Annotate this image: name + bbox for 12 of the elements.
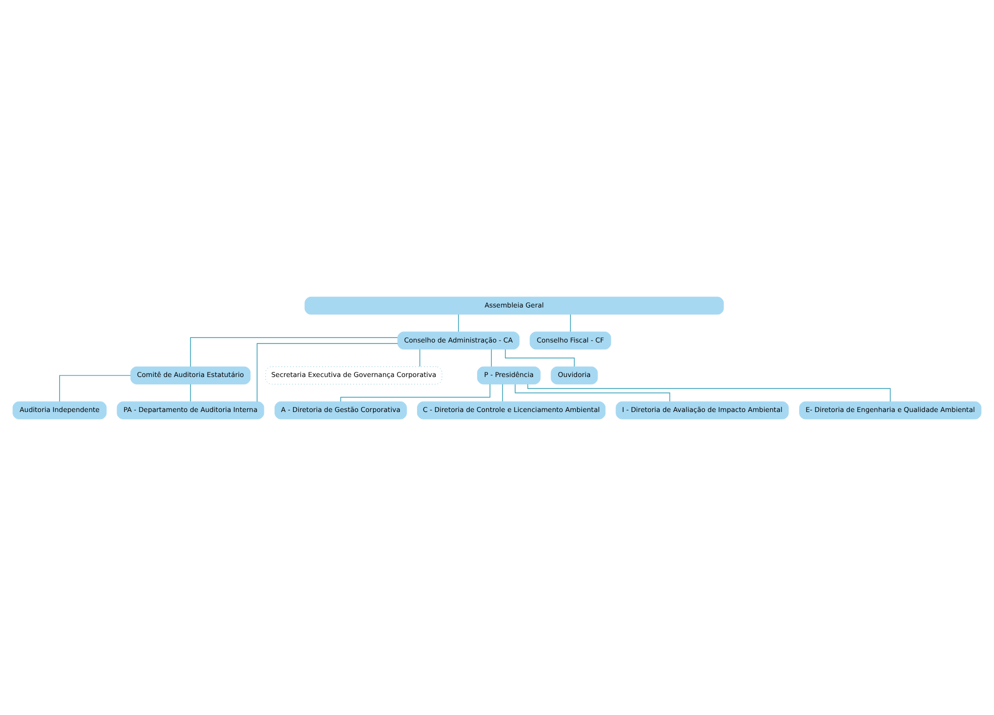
connector bbox=[419, 348, 420, 366]
connector bbox=[59, 374, 131, 402]
connector bbox=[570, 314, 571, 332]
connector bbox=[340, 383, 490, 402]
connector bbox=[190, 336, 398, 367]
connector bbox=[190, 383, 191, 402]
connector bbox=[256, 342, 398, 402]
connector bbox=[458, 314, 459, 332]
connector bbox=[514, 384, 670, 402]
connector bbox=[490, 348, 492, 366]
connector bbox=[504, 348, 575, 366]
connector bbox=[502, 383, 503, 402]
